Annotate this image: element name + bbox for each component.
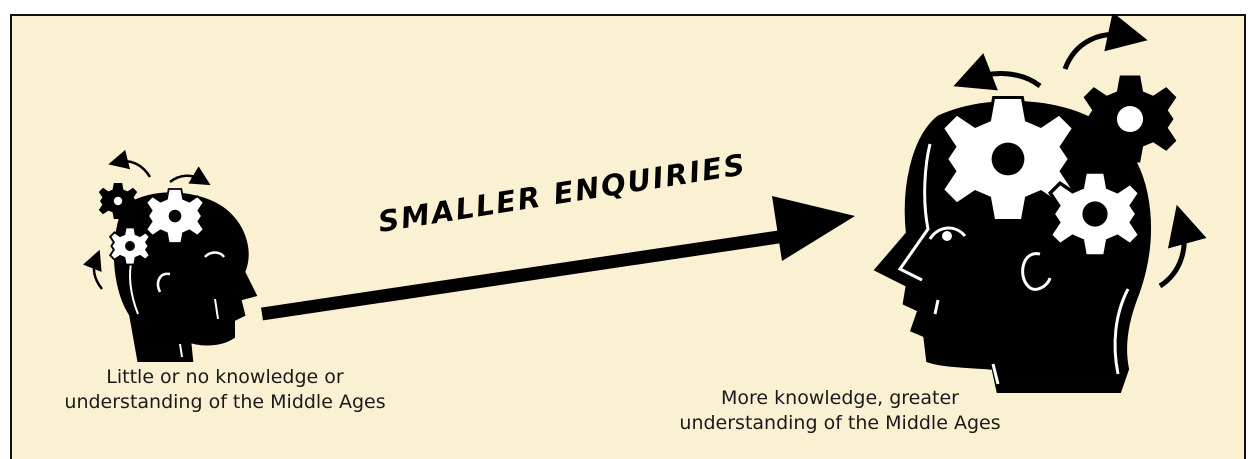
left-caption-line2: understanding of the Middle Ages — [64, 391, 386, 413]
large-rotation-arrows-icon — [953, 14, 1207, 289]
right-caption: More knowledge, greater understanding of… — [645, 386, 1035, 436]
arrow-label: SMALLER ENQUIRIES — [376, 147, 749, 239]
right-caption-line1: More knowledge, greater — [721, 387, 959, 409]
progress-arrow — [261, 196, 855, 321]
left-caption-line1: Little or no knowledge or — [106, 366, 344, 388]
small-gear-large-icon — [145, 188, 205, 244]
right-caption-line2: understanding of the Middle Ages — [679, 412, 1001, 434]
large-gear-top-icon — [1083, 75, 1177, 163]
large-gear-side-icon — [1048, 170, 1142, 258]
left-caption: Little or no knowledge or understanding … — [30, 365, 420, 415]
small-gear-top-icon — [98, 183, 138, 219]
diagram-canvas: SMALLER ENQUIRIES — [83, 14, 1207, 393]
small-rotation-arrows-icon — [83, 149, 211, 290]
large-gear-main-icon — [940, 95, 1076, 223]
small-gear-lower-icon — [109, 226, 151, 266]
